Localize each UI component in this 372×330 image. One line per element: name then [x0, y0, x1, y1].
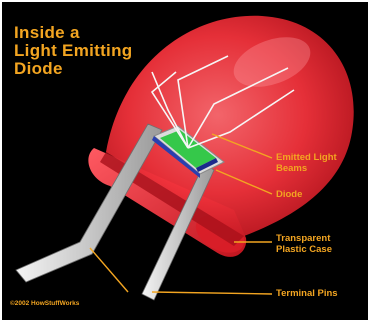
label-emitted-light-line-1: Emitted Light — [276, 153, 337, 163]
label-case-line-2: Plastic Case — [276, 245, 332, 255]
diagram-title-line-1: Inside a — [14, 24, 80, 42]
label-emitted-light-line-2: Beams — [276, 164, 307, 174]
diagram-title-line-2: Light Emitting — [14, 42, 132, 60]
diagram-title-line-3: Diode — [14, 60, 63, 78]
copyright-notice: ©2002 HowStuffWorks — [10, 300, 79, 307]
diagram-panel: Inside a Light Emitting Diode Emitted Li… — [2, 2, 368, 320]
label-diode: Diode — [276, 190, 302, 200]
plastic-case — [100, 16, 354, 246]
label-case-line-1: Transparent — [276, 234, 330, 244]
label-terminal-pins: Terminal Pins — [276, 289, 338, 299]
